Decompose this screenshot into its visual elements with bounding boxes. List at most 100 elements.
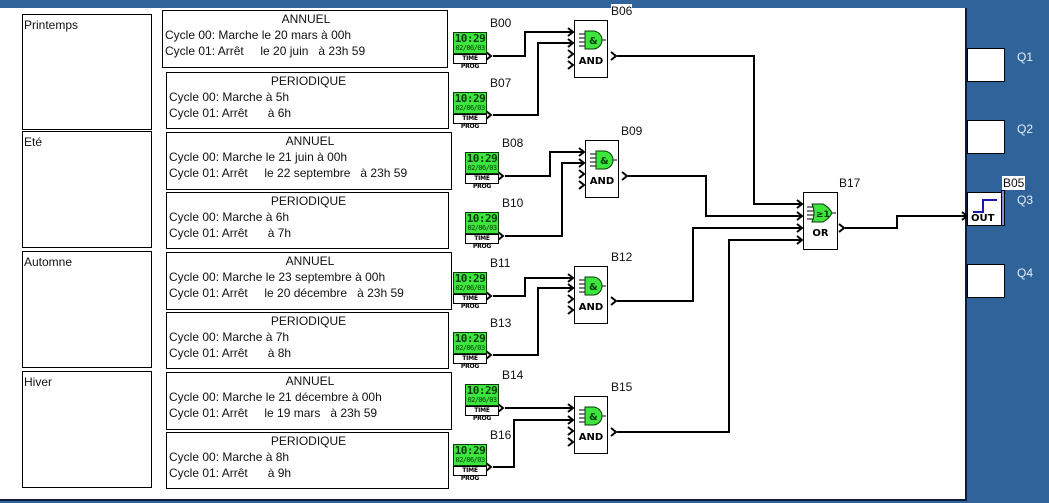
output-slot-q2[interactable]: [967, 120, 1005, 154]
output-chevron: [610, 296, 618, 306]
input-chevron: [578, 169, 586, 179]
timeprog-time: 10:29: [454, 92, 486, 105]
input-chevron: [578, 147, 586, 157]
comment-periodique-ete[interactable]: PERIODIQUE Cycle 00: Marche à 6h Cycle 0…: [166, 192, 449, 249]
block-label-b10: B10: [502, 196, 524, 210]
timeprog-time: 10:29: [466, 212, 498, 225]
comment-periodique-printemps[interactable]: PERIODIQUE Cycle 00: Marche à 5h Cycle 0…: [166, 72, 449, 129]
comment-title: PERIODIQUE: [270, 74, 347, 88]
timeprog-label: TIME PROG: [465, 234, 499, 250]
block-label-b11: B11: [490, 256, 511, 270]
or-gate-b17[interactable]: ≥1 OR: [803, 192, 838, 250]
timeprog-time: 10:29: [466, 384, 498, 397]
and-gate-b09[interactable]: & AND: [585, 140, 619, 198]
comment-title: ANNUEL: [285, 374, 335, 388]
output-label-q3: Q3: [1017, 193, 1034, 207]
wire: [493, 287, 573, 356]
comment-line: Cycle 00: Marche le 20 mars à 00h: [165, 28, 352, 42]
input-chevron: [567, 49, 575, 59]
gate-symbol: &: [600, 156, 609, 167]
and-gate-b12[interactable]: & AND: [574, 266, 608, 324]
season-box-ete[interactable]: Eté: [22, 131, 152, 248]
comment-line: Cycle 01: Arrêt à 6h: [169, 106, 292, 120]
output-label-q4: Q4: [1017, 266, 1034, 280]
and-gate-icon: &: [579, 30, 606, 50]
comment-periodique-automne[interactable]: PERIODIQUE Cycle 00: Marche à 7h Cycle 0…: [166, 312, 449, 369]
season-box-automne[interactable]: Automne: [22, 251, 152, 368]
input-chevron: [567, 305, 575, 315]
comment-line: Cycle 00: Marche à 6h: [169, 210, 290, 224]
timeprog-label: TIME PROG: [453, 354, 487, 370]
timeprog-time: 10:29: [466, 152, 498, 165]
wire: [493, 42, 573, 116]
and-gate-b15[interactable]: & AND: [574, 396, 608, 454]
timeprog-label: TIME PROG: [465, 406, 499, 422]
comment-line: Cycle 01: Arrêt le 20 décembre à 23h 59: [169, 286, 404, 300]
input-chevron: [578, 158, 586, 168]
comment-annuel-automne[interactable]: ANNUEL Cycle 00: Marche le 23 septembre …: [166, 252, 452, 310]
wire: [505, 162, 584, 237]
timeprog-label: TIME PROG: [465, 174, 499, 190]
and-gate-icon: &: [579, 406, 606, 426]
output-chevron: [485, 110, 493, 120]
output-chevron: [497, 231, 505, 241]
comment-annuel-printemps[interactable]: ANNUEL Cycle 00: Marche le 20 mars à 00h…: [162, 10, 448, 68]
output-label-q2: Q2: [1017, 122, 1034, 136]
timeprog-label: TIME PROG: [453, 294, 487, 310]
comment-line: Cycle 00: Marche à 5h: [169, 90, 290, 104]
timeprog-date: 02/06/03: [455, 456, 486, 464]
comment-line: Cycle 01: Arrêt à 7h: [169, 226, 292, 240]
output-slot-q1[interactable]: [967, 48, 1005, 82]
wire: [617, 227, 802, 302]
comment-line: Cycle 00: Marche le 21 décembre à 00h: [169, 390, 382, 404]
timeprog-date: 02/06/03: [455, 344, 486, 352]
comment-annuel-hiver[interactable]: ANNUEL Cycle 00: Marche le 21 décembre à…: [166, 372, 452, 430]
gate-name: AND: [589, 176, 615, 187]
timeprog-date: 02/06/03: [455, 44, 486, 52]
timeprog-label: TIME PROG: [453, 114, 487, 130]
input-chevron: [796, 199, 804, 209]
season-label: Automne: [24, 255, 73, 269]
output-chevron: [485, 291, 493, 301]
comment-periodique-hiver[interactable]: PERIODIQUE Cycle 00: Marche à 8h Cycle 0…: [166, 432, 449, 489]
block-label-b06: B06: [611, 4, 633, 18]
timeprog-time: 10:29: [454, 272, 486, 285]
output-block-b05[interactable]: OUT: [967, 192, 1003, 226]
comment-title: ANNUEL: [285, 254, 335, 268]
block-label-b12: B12: [611, 250, 633, 264]
output-slot-q4[interactable]: [967, 264, 1005, 298]
season-box-printemps[interactable]: Printemps: [22, 14, 152, 130]
season-label: Printemps: [24, 18, 79, 32]
wire: [628, 175, 802, 217]
season-label: Hiver: [24, 375, 53, 389]
and-gate-b06[interactable]: & AND: [574, 20, 608, 78]
comment-title: PERIODIQUE: [270, 434, 347, 448]
gate-name: AND: [578, 302, 604, 313]
comment-title: ANNUEL: [285, 134, 335, 148]
wire: [617, 55, 802, 205]
season-box-hiver[interactable]: Hiver: [22, 371, 152, 488]
comment-line: Cycle 00: Marche à 7h: [169, 330, 290, 344]
wire: [493, 277, 573, 297]
wire: [617, 239, 802, 433]
and-gate-icon: &: [590, 150, 617, 170]
input-chevron: [567, 27, 575, 37]
timeprog-label: TIME PROG: [453, 466, 487, 482]
gate-symbol: ≥1: [816, 210, 830, 220]
input-chevron: [567, 283, 575, 293]
comment-annuel-ete[interactable]: ANNUEL Cycle 00: Marche le 21 juin à 00h…: [166, 132, 452, 190]
step-output-icon: [973, 199, 997, 213]
